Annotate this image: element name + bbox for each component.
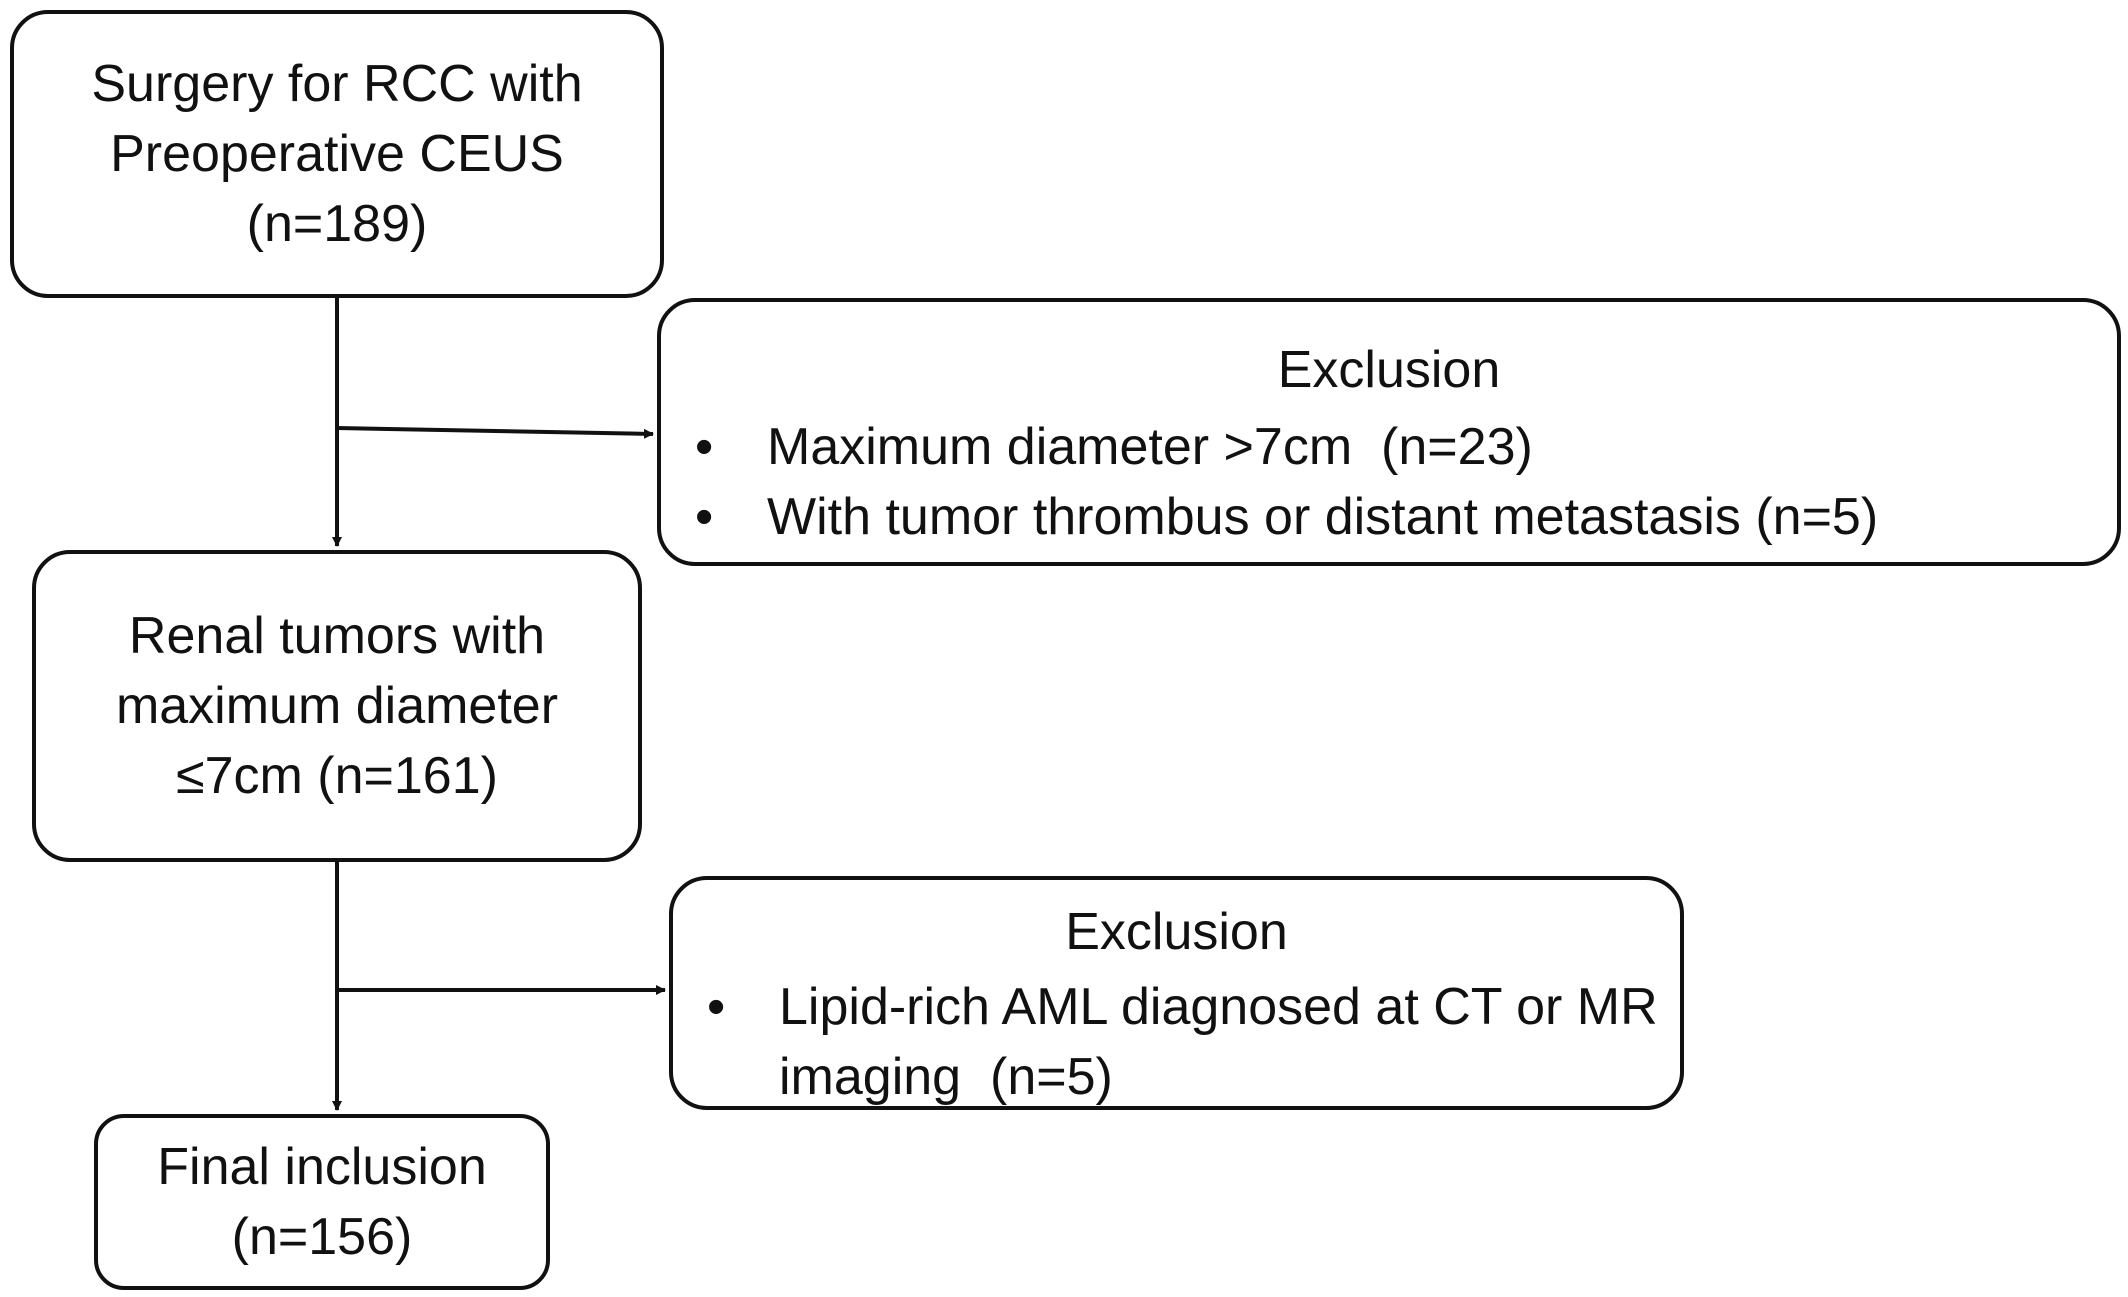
- exclusion-item: • Maximum diameter >7cm (n=23): [695, 412, 1878, 482]
- box-surgery-line-1: Surgery for RCC with: [91, 55, 583, 113]
- box-surgery-line-3: (n=189): [246, 195, 428, 253]
- exclusion-item-text: Lipid-rich AML diagnosed at CT or MR ima…: [779, 978, 1673, 1106]
- exclusion-list: • Lipid-rich AML diagnosed at CT or MR i…: [707, 972, 1659, 1112]
- exclusion-box-2: Exclusion • Lipid-rich AML diagnosed at …: [669, 876, 1684, 1110]
- exclusion-box-1: Exclusion • Maximum diameter >7cm (n=23)…: [657, 298, 2121, 566]
- exclusion-item-text: Maximum diameter >7cm (n=23): [767, 418, 1533, 476]
- exclusion-item-text: With tumor thrombus or distant metastasi…: [767, 488, 1879, 546]
- exclusion-title: Exclusion: [1065, 903, 1288, 961]
- box-renal-tumors: Renal tumors with maximum diameter ≤7cm …: [32, 550, 642, 862]
- bullet-icon: •: [695, 488, 714, 546]
- exclusion-title: Exclusion: [1277, 341, 1501, 399]
- box-final-line-2: (n=156): [231, 1208, 413, 1266]
- exclusion-item: • Lipid-rich AML diagnosed at CT or MR i…: [707, 972, 1659, 1112]
- box-final-line-1: Final inclusion: [157, 1138, 487, 1196]
- box-final-inclusion: Final inclusion (n=156): [94, 1114, 550, 1290]
- arrow-to-exclusion-1: [336, 426, 654, 439]
- box-renal-line-3: ≤7cm (n=161): [176, 747, 498, 805]
- box-surgery-line-2: Preoperative CEUS: [110, 125, 564, 183]
- exclusion-item: • With tumor thrombus or distant metasta…: [695, 482, 1878, 552]
- exclusion-list: • Maximum diameter >7cm (n=23) • With tu…: [695, 412, 1878, 552]
- box-renal-line-2: maximum diameter: [115, 677, 559, 735]
- bullet-icon: •: [695, 418, 714, 476]
- bullet-icon: •: [707, 978, 726, 1036]
- box-surgery-rcc: Surgery for RCC with Preoperative CEUS (…: [10, 10, 664, 298]
- box-renal-line-1: Renal tumors with: [128, 607, 546, 665]
